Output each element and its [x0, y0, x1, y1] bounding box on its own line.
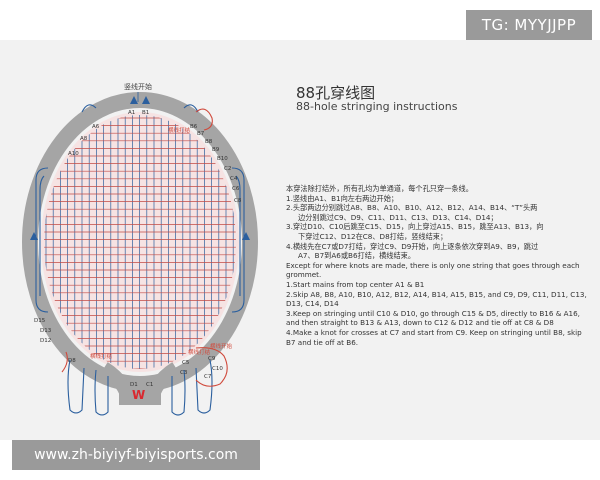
- label-b9: B9: [212, 147, 220, 153]
- watermark-badge-top: TG: MYYJJPP: [466, 10, 592, 40]
- instr-zh-1: 1.竖线由A1、B1向左右两边开始；: [286, 193, 399, 203]
- instr-en-2: 2.Skip A8, B8, A10, B10, A12, B12, A14, …: [286, 289, 587, 309]
- label-c9: C9: [208, 356, 216, 362]
- label-c5: C5: [182, 360, 190, 366]
- instr-zh-6: 4.横线先在C7或D7打结，穿过C9、D9开始，向上逐条依次穿到A9、B9，跳过: [286, 241, 539, 251]
- direction-arrows: [30, 96, 250, 240]
- label-knot-top: 横线打结: [168, 126, 191, 134]
- label-b10: B10: [217, 156, 228, 162]
- instr-zh-5: 下穿过C12、D12在C8、D8打结，竖线结束；: [298, 231, 448, 241]
- label-a10: A10: [68, 151, 79, 157]
- label-b6: B6: [190, 124, 198, 130]
- racket-shaft: [126, 392, 154, 398]
- label-d13: D13: [40, 328, 52, 334]
- label-c6: C6: [232, 186, 240, 192]
- label-knot-bottom-right: 横线打结: [188, 348, 211, 356]
- instr-zh-4: 3.穿过D10、C10后跳至C15、D15，向上穿过A15、B15，跳至A13、…: [286, 222, 544, 232]
- label-b7: B7: [197, 131, 205, 137]
- label-crosses-start: 横线开始: [210, 342, 233, 350]
- label-a1: A1: [128, 110, 135, 116]
- instr-zh-2: 2.头部两边分别跳过A8、B8、A10、B10、A12、B12、A14、B14、…: [286, 203, 538, 213]
- label-mains-start: 竖线开始: [124, 82, 152, 91]
- label-a6: A6: [92, 124, 100, 130]
- instr-zh-3: 边分别跳过C9、D9、C11、D11、C13、D13、C14、D14；: [298, 212, 498, 222]
- instr-zh-0: 本穿法除打结外，所有孔均为单通道，每个孔只穿一条线。: [286, 184, 473, 193]
- label-c1: C1: [146, 382, 153, 388]
- instr-zh-7: A7、B7到A6或B6打结，横线结束。: [298, 251, 416, 261]
- label-c10: C10: [212, 366, 223, 372]
- instr-en-1: 1.Start mains from top center A1 & B1: [286, 279, 425, 289]
- label-d15: D15: [34, 318, 46, 324]
- label-c3: C3: [180, 370, 188, 376]
- string-bed: [41, 112, 239, 372]
- title-english: 88-hole stringing instructions: [296, 100, 458, 113]
- label-c2: C2: [224, 166, 231, 172]
- brand-logo: W: [132, 388, 145, 402]
- instr-en-4: 4.Make a knot for crosses at C7 and star…: [286, 327, 582, 347]
- label-b8: B8: [205, 139, 213, 145]
- label-c4: C4: [230, 176, 238, 182]
- label-d1: D1: [130, 382, 138, 388]
- instructions-block: 本穿法除打结外，所有孔均为单通道，每个孔只穿一条线。 1.竖线由A1、B1向左右…: [286, 184, 592, 347]
- watermark-url-bottom: www.zh-biyiyf-biyisports.com: [12, 440, 260, 470]
- label-d8: D8: [68, 358, 76, 364]
- instr-en-3: 3.Keep on stringing until C10 & D10, go …: [286, 308, 580, 328]
- instr-en-0: Except for where knots are made, there i…: [286, 260, 580, 280]
- label-d12: D12: [40, 338, 51, 344]
- label-knot-bottom-left: 横线打结: [90, 352, 113, 360]
- knot-marks: [61, 108, 228, 387]
- racket-frame: [22, 92, 258, 392]
- label-a8: A8: [80, 136, 88, 142]
- label-c7: C7: [204, 374, 212, 380]
- title-chinese: 88孔穿线图: [296, 84, 376, 102]
- label-c8: C8: [234, 198, 242, 204]
- label-b1: B1: [142, 110, 149, 116]
